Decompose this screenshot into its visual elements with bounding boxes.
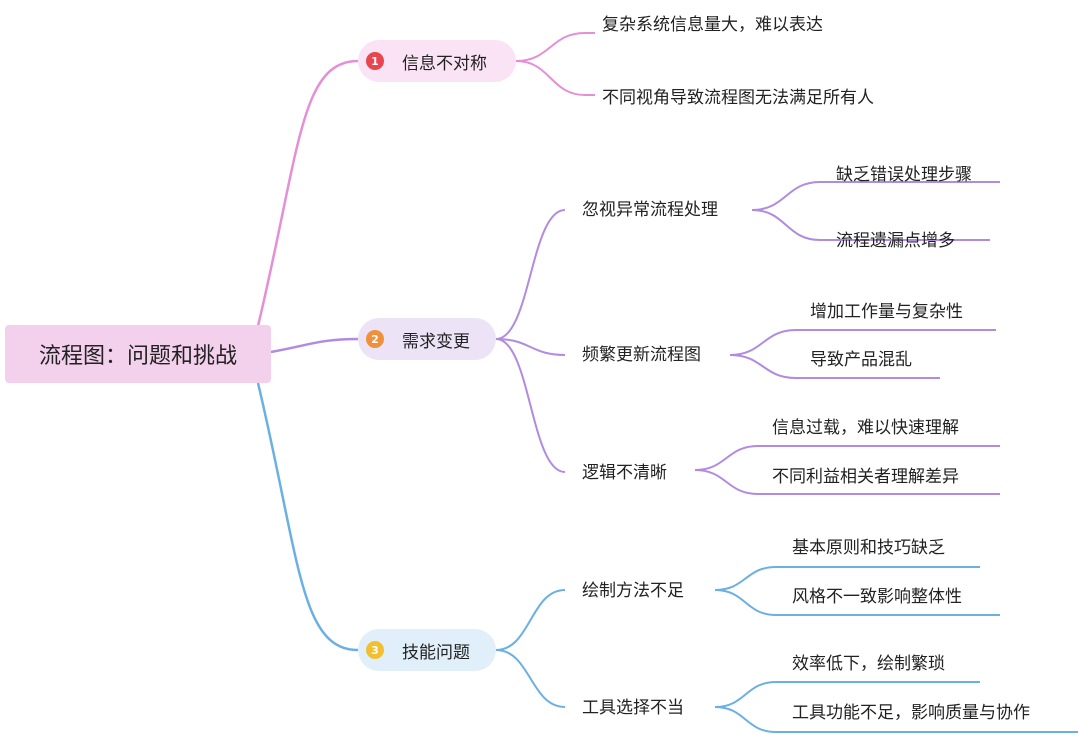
leaf-more-omissions[interactable]: 流程遗漏点增多	[836, 231, 955, 251]
root-connector	[256, 59, 359, 327]
leaf-connector	[694, 469, 759, 495]
leaf-low-efficiency[interactable]: 效率低下，绘制繁琐	[792, 654, 945, 674]
leaf-connector	[751, 209, 821, 241]
number-badge-1: 1	[366, 52, 384, 70]
root-connector	[270, 337, 359, 354]
topic-unclear-logic[interactable]: 逻辑不清晰	[582, 463, 667, 483]
leaf-connector	[729, 354, 797, 379]
leaf-connector	[714, 681, 777, 708]
root-topic-label: 流程图：问题和挑战	[38, 344, 237, 369]
branch-connector	[515, 32, 586, 62]
leaf-inconsistent-style[interactable]: 风格不一致影响整体性	[792, 587, 962, 607]
topic-frequent-updates[interactable]: 频繁更新流程图	[582, 345, 701, 365]
topic-different-views[interactable]: 不同视角导致流程图无法满足所有人	[602, 88, 874, 108]
number-badge-3: 3	[366, 641, 384, 659]
leaf-info-overload[interactable]: 信息过载，难以快速理解	[772, 418, 959, 438]
branch-connector	[495, 649, 566, 708]
branch-connector	[495, 589, 566, 651]
branch-skill-issues[interactable]: 3 技能问题	[358, 629, 496, 671]
topic-tool-choice[interactable]: 工具选择不当	[582, 698, 684, 718]
branch-label: 需求变更	[402, 331, 470, 352]
branch-connector	[495, 209, 566, 340]
branch-label: 技能问题	[402, 642, 470, 663]
leaf-missing-error-steps[interactable]: 缺乏错误处理步骤	[836, 165, 972, 185]
number-badge-2: 2	[366, 330, 384, 348]
leaf-connector	[694, 445, 759, 471]
leaf-connector	[714, 589, 777, 616]
leaf-product-confusion[interactable]: 导致产品混乱	[810, 350, 912, 370]
leaf-lacking-principles[interactable]: 基本原则和技巧缺乏	[792, 538, 945, 558]
branch-requirement-change[interactable]: 2 需求变更	[358, 318, 496, 360]
topic-complex-info[interactable]: 复杂系统信息量大，难以表达	[602, 15, 823, 35]
branch-connector	[495, 338, 566, 473]
branch-connector	[515, 60, 586, 96]
leaf-tool-limitations[interactable]: 工具功能不足，影响质量与协作	[792, 703, 1030, 723]
branch-label: 信息不对称	[402, 53, 487, 74]
leaf-connector	[729, 329, 797, 356]
leaf-connector	[714, 706, 777, 733]
branch-info-asymmetry[interactable]: 1 信息不对称	[358, 40, 516, 82]
branch-connector	[495, 338, 566, 356]
topic-drawing-method[interactable]: 绘制方法不足	[582, 581, 684, 601]
topic-ignore-exceptions[interactable]: 忽视异常流程处理	[582, 200, 718, 220]
leaf-connector	[714, 566, 777, 591]
root-topic[interactable]: 流程图：问题和挑战	[5, 325, 271, 383]
leaf-stakeholder-differences[interactable]: 不同利益相关者理解差异	[772, 467, 959, 487]
leaf-more-workload[interactable]: 增加工作量与复杂性	[810, 302, 963, 322]
root-connector	[256, 382, 359, 652]
leaf-connector	[751, 181, 821, 211]
